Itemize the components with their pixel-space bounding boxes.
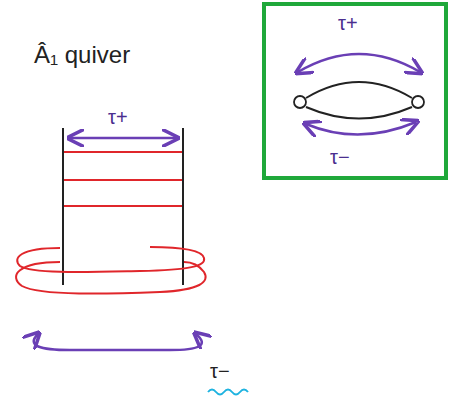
ladder-rail: [182, 128, 184, 285]
ladder-rail: [62, 128, 64, 285]
operator-label: τ+: [108, 106, 128, 128]
loop: [17, 247, 204, 272]
frame-box: τ+ τ−: [262, 2, 448, 180]
quiver-arrow: [306, 107, 412, 119]
operator-label: τ−: [330, 146, 350, 168]
shift-arrow: [306, 122, 416, 135]
operator-label: τ+: [338, 12, 358, 34]
shift-arrow: [34, 334, 202, 350]
rung: [64, 151, 182, 153]
quiver-arrow: [306, 82, 412, 98]
vertex: [294, 96, 306, 108]
underline: [208, 390, 248, 395]
rung: [64, 205, 182, 207]
shift-arrow: [298, 54, 420, 72]
vertex: [412, 96, 424, 108]
loop: [16, 262, 206, 294]
operator-label: τ−: [210, 360, 230, 382]
shift-arrow: [70, 137, 176, 140]
rung: [64, 179, 182, 181]
title-note: Â₁ quiver: [34, 42, 130, 68]
